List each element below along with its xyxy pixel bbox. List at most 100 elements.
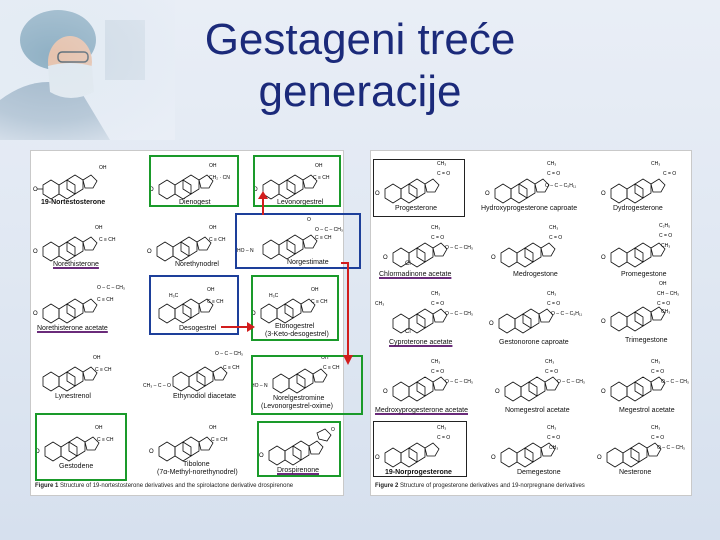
steroid-skeleton-icon: O CH₃ C = O xyxy=(601,161,676,204)
compound-synonym: (7α-Methyl-norethynodrel) xyxy=(157,469,238,476)
svg-text:O: O xyxy=(35,449,40,455)
arrow-desogestrel-to-etonogestrel xyxy=(221,322,255,332)
svg-text:CH₃: CH₃ xyxy=(547,291,556,297)
svg-text:C₂H₅: C₂H₅ xyxy=(659,223,670,229)
structure-progesterone: O CH₃ C = O Progesterone xyxy=(375,159,461,212)
svg-text:H₃C: H₃C xyxy=(269,293,279,299)
structure-norethisterone-acetate: O O – C – CH₃ C ≡ CH Norethisterone acet… xyxy=(33,279,137,335)
svg-text:C ≡ CH: C ≡ CH xyxy=(209,237,226,243)
structure-megestrol-acetate: O CH₃ C = O O – C – CH₃ Megestrol acetat… xyxy=(601,357,689,415)
structure-norethisterone: O OH C ≡ CH Norethisterone xyxy=(33,217,133,269)
svg-text:C = O: C = O xyxy=(431,235,444,241)
structure-gestodene: O OH C ≡ CH Gestodene xyxy=(35,417,127,473)
compound-name: Norethisterone xyxy=(53,261,99,268)
steroid-skeleton-icon: O CH₃ C = O O – C – C₅H₁₁ xyxy=(489,291,583,334)
steroid-skeleton-icon: O CH₃ C = O CH₃ xyxy=(491,425,560,468)
compound-name: Levonorgestrel xyxy=(277,199,324,206)
svg-text:C = O: C = O xyxy=(659,233,672,239)
svg-text:C ≡ CH: C ≡ CH xyxy=(95,367,112,373)
steroid-skeleton-icon: O CH₃ C = O xyxy=(491,225,562,268)
svg-text:OH: OH xyxy=(209,425,217,431)
svg-text:O – C – CH₃: O – C – CH₃ xyxy=(445,379,473,385)
svg-text:OH: OH xyxy=(209,163,217,169)
svg-text:CH₃: CH₃ xyxy=(547,425,556,431)
svg-text:O – C – CH₃: O – C – CH₃ xyxy=(315,227,343,233)
svg-text:CH₃: CH₃ xyxy=(547,161,556,167)
svg-text:O: O xyxy=(383,255,388,261)
svg-text:O: O xyxy=(491,255,496,261)
svg-text:O – C – CH₃: O – C – CH₃ xyxy=(445,311,473,317)
svg-text:O – C – CH₃: O – C – CH₃ xyxy=(557,379,585,385)
steroid-skeleton-icon: O CH₃ C = O O – C – CH₃ xyxy=(383,225,473,268)
svg-text:C ≡ CH: C ≡ CH xyxy=(311,299,328,305)
steroid-skeleton-icon: O CH₃ C = O O – C – CH₃ xyxy=(601,359,689,402)
svg-text:CH₃: CH₃ xyxy=(437,425,446,431)
compound-name: Progesterone xyxy=(395,205,438,212)
svg-text:O: O xyxy=(259,453,264,459)
svg-text:CH₃ – C – O: CH₃ – C – O xyxy=(143,383,171,389)
svg-text:C ≡ CH: C ≡ CH xyxy=(223,365,240,371)
svg-text:CH₂ · CN: CH₂ · CN xyxy=(209,175,230,181)
svg-text:CH₃: CH₃ xyxy=(375,301,384,307)
structure-dydrogesterone: O CH₃ C = O Dydrogesterone xyxy=(601,159,689,212)
svg-text:O: O xyxy=(33,249,38,255)
structure-19-nortestosterone: O OH 19-Nortestosterone xyxy=(33,155,129,207)
figure-2-panel: O CH₃ C = O Progesterone O CH₃ C = O O –… xyxy=(370,150,692,496)
svg-text:O – C – CH₃: O – C – CH₃ xyxy=(657,445,685,451)
svg-text:C = O: C = O xyxy=(437,435,450,441)
arrow-norgestimate-to-levonorgestrel xyxy=(258,191,268,215)
svg-text:O: O xyxy=(149,449,154,455)
steroid-skeleton-icon: O OH CH₂ · CN xyxy=(149,163,230,200)
svg-text:O: O xyxy=(489,321,494,327)
compound-name: Norelgestromine xyxy=(273,395,325,402)
steroid-skeleton-icon: O CH₃ C = O O – C – C₅H₁₁ xyxy=(485,161,577,204)
highlight-box-dienogest xyxy=(149,155,239,207)
svg-text:CH₃: CH₃ xyxy=(661,309,670,315)
steroid-skeleton-icon: O OH CH – CH₃ C = O CH₃ xyxy=(601,281,679,332)
highlight-box-norelgestromine xyxy=(251,355,363,415)
svg-text:CH₃: CH₃ xyxy=(545,359,554,365)
svg-text:O: O xyxy=(375,191,380,197)
svg-text:C ≡ CH: C ≡ CH xyxy=(207,299,224,305)
steroid-skeleton-icon: HO – N OH C ≡ CH xyxy=(251,355,340,394)
structure-levonorgestrel: O OH C ≡ CH Levonorgestrel xyxy=(253,155,341,207)
compound-name: Hydroxyprogesterone caproate xyxy=(481,205,578,212)
structure-gestonorone-caproate: O CH₃ C = O O – C – C₅H₁₁ Gestonorone ca… xyxy=(489,289,597,347)
svg-text:O – C – CH₃: O – C – CH₃ xyxy=(97,285,125,291)
structure-nesterone: O CH₃ C = O O – C – CH₃ Nesterone xyxy=(597,423,689,479)
figure-1-panel: O OH 19-Nortestosterone O OH CH₂ · CN Di… xyxy=(30,150,363,496)
steroid-skeleton-icon: O CH₃ C = O O – C – CH₃ xyxy=(597,425,685,468)
steroid-skeleton-icon: H₃C OH C ≡ CH xyxy=(158,287,224,324)
svg-text:CH₃: CH₃ xyxy=(437,161,446,167)
highlight-box-progesterone xyxy=(373,159,465,217)
structure-norethynodrel: O OH C ≡ CH Norethynodrel xyxy=(147,217,237,269)
svg-text:O: O xyxy=(331,427,335,433)
svg-text:C ≡ CH: C ≡ CH xyxy=(211,437,228,443)
structure-drospirenone: O O Drospirenone xyxy=(259,421,341,477)
svg-text:O: O xyxy=(601,319,606,325)
svg-text:O: O xyxy=(375,455,380,461)
oh-label: OH xyxy=(99,165,107,171)
compound-name: Tibolone xyxy=(183,461,210,468)
svg-text:O – C – CH₃: O – C – CH₃ xyxy=(661,379,689,385)
compound-synonym: (3-Keto-desogestrel) xyxy=(265,331,329,338)
highlight-box-etonogestrel xyxy=(251,275,339,341)
compound-name: 19-Norprogesterone xyxy=(385,469,452,476)
compound-name: Etonogestrel xyxy=(275,323,315,330)
compound-name: Ethynodiol diacetate xyxy=(173,393,237,400)
steroid-skeleton-icon: O CH₃ C = O xyxy=(375,425,450,468)
structure-demegestone: O CH₃ C = O CH₃ Demegestone xyxy=(491,423,589,479)
svg-text:OH: OH xyxy=(207,287,215,293)
compound-name: Cyproterone acetate xyxy=(389,339,453,346)
svg-text:OH: OH xyxy=(93,355,101,361)
svg-text:O: O xyxy=(601,255,606,261)
svg-text:O: O xyxy=(485,191,490,197)
svg-text:OH: OH xyxy=(311,287,319,293)
svg-text:C = O: C = O xyxy=(549,235,562,241)
svg-text:CH₃: CH₃ xyxy=(651,359,660,365)
compound-name: Gestonorone caproate xyxy=(499,339,569,346)
structure-promegestone: O C₂H₅ C = O CH₃ Promegestone xyxy=(601,223,689,279)
svg-text:C ≡ CH: C ≡ CH xyxy=(97,437,114,443)
title-line-2: generacije xyxy=(258,67,462,116)
arrow-norgestimate-to-norelgestromine xyxy=(341,262,353,365)
